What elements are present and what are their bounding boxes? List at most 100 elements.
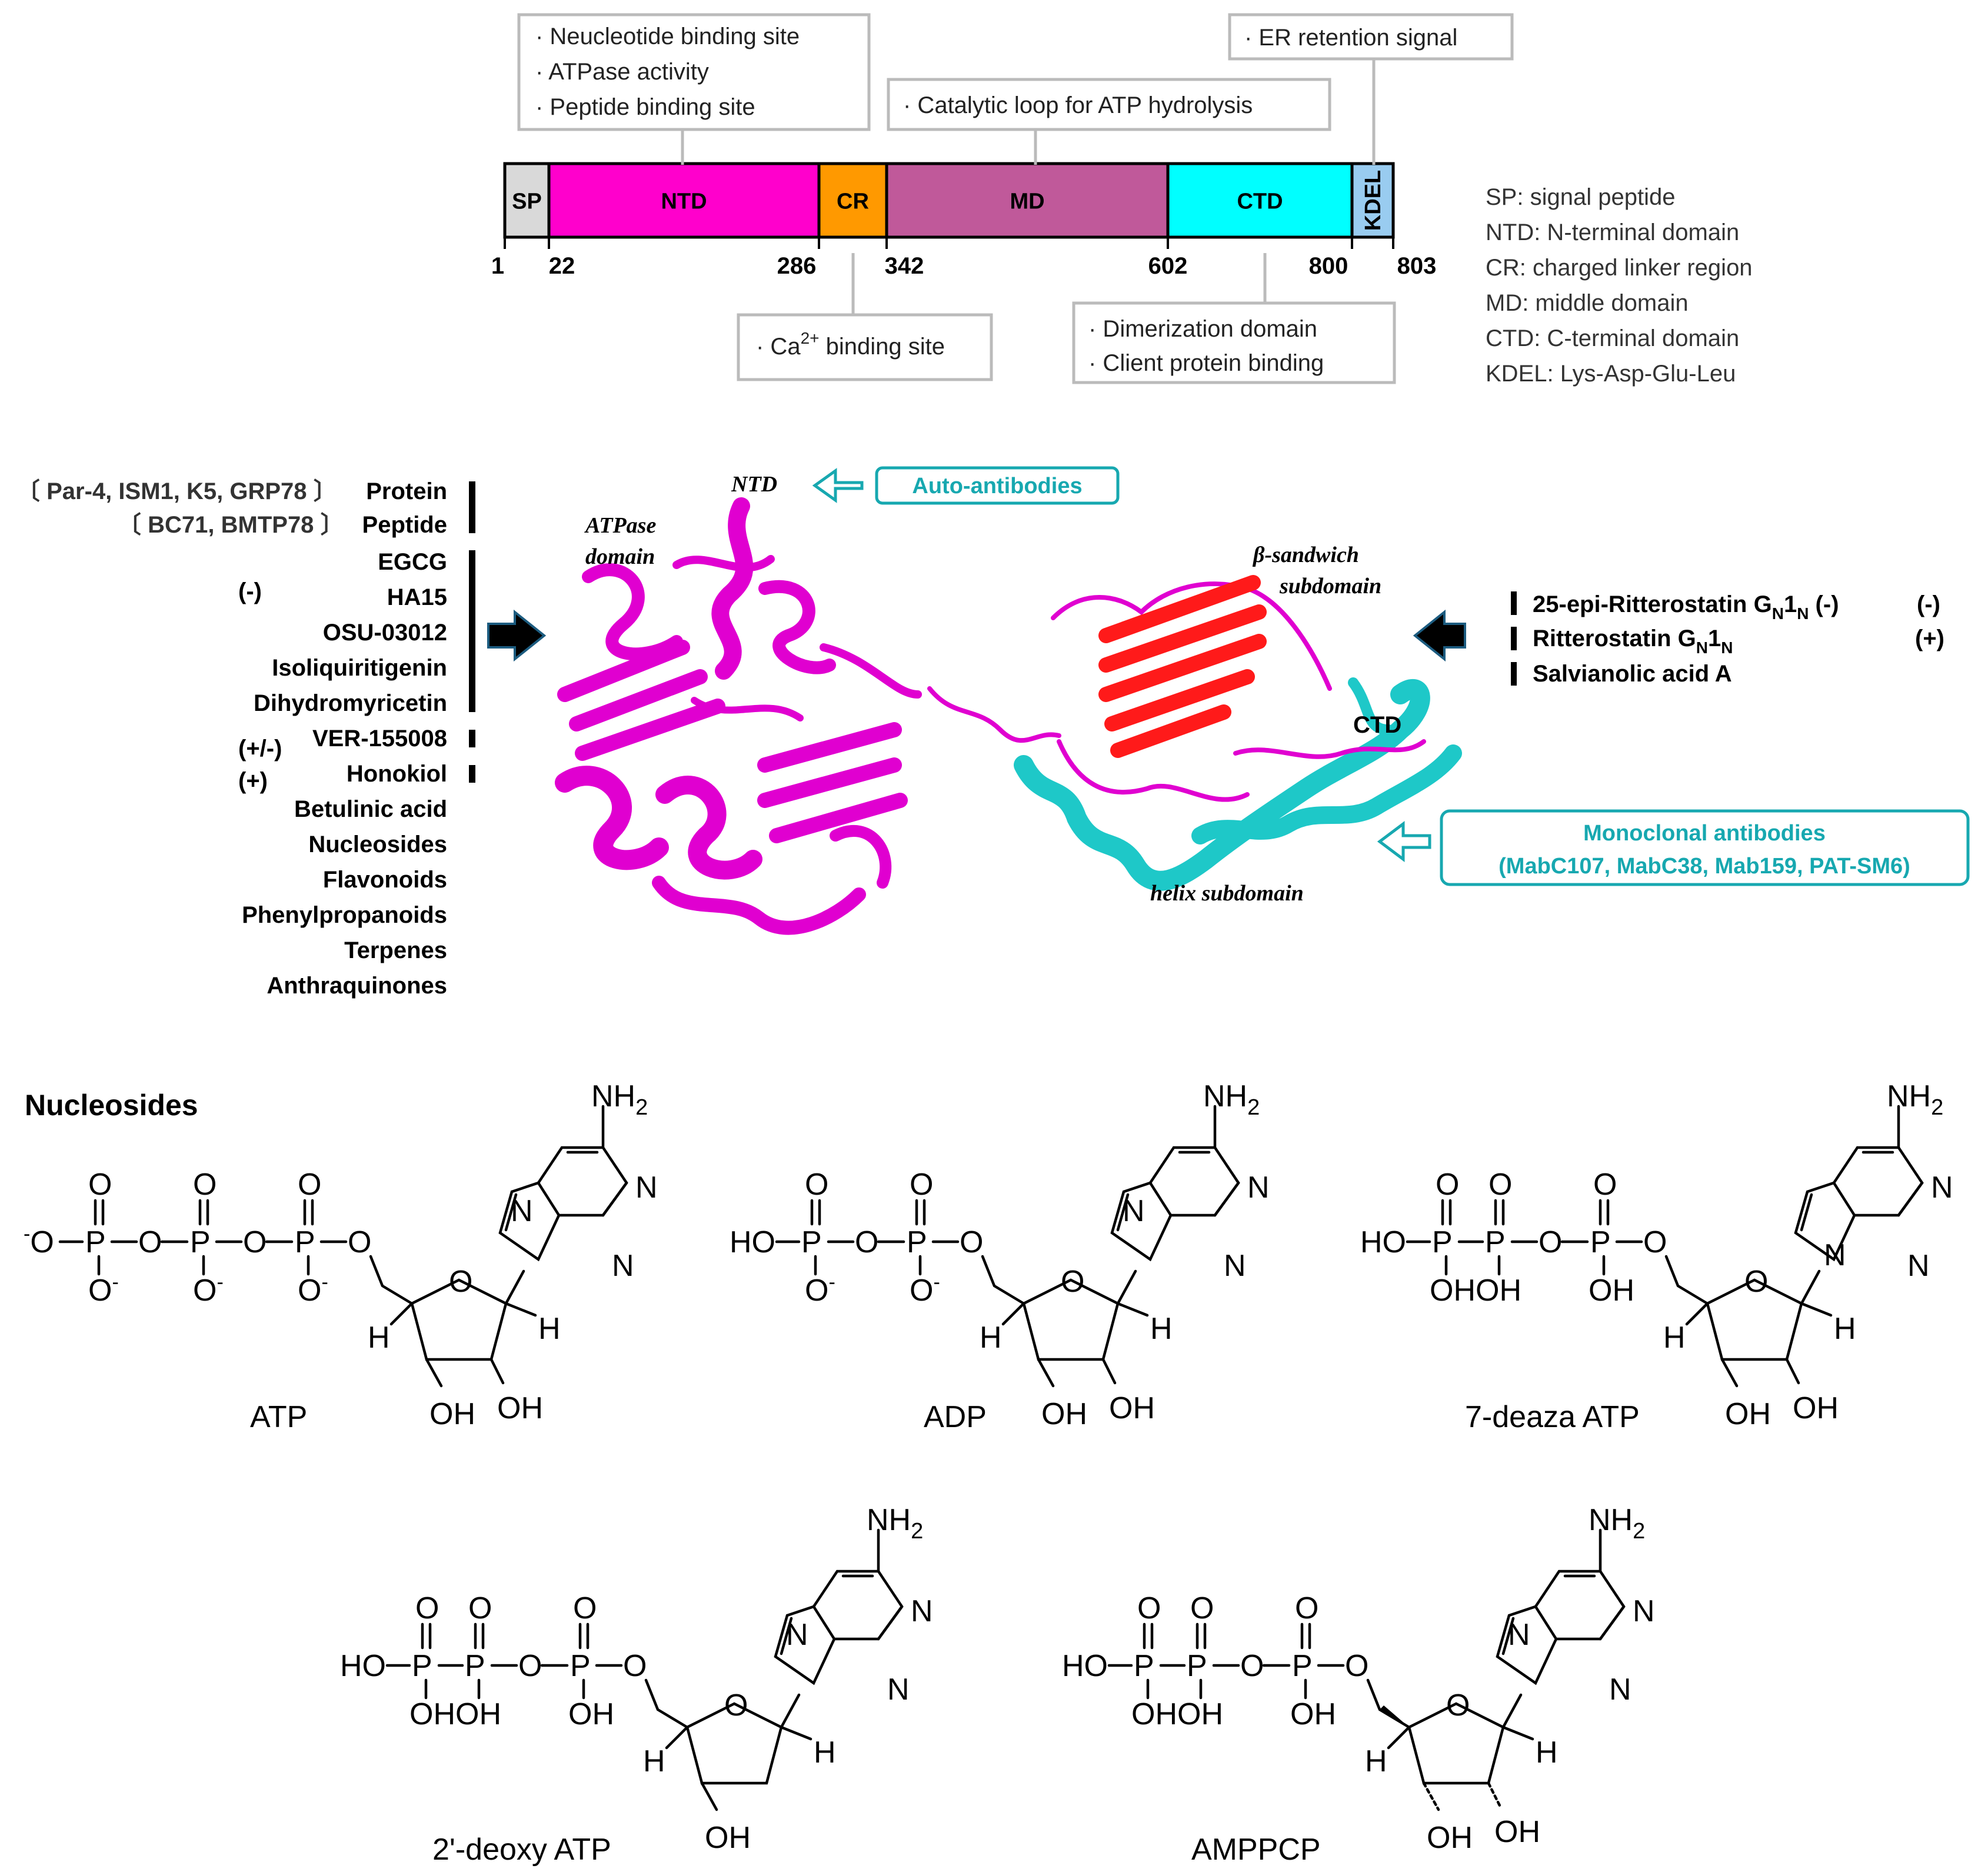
deoxy-oh1: OH [705, 1821, 751, 1855]
domain-segment-ntd [547, 162, 821, 239]
beta-label-1: β-sandwich [1252, 543, 1359, 567]
r1-tail: (-) [1809, 591, 1839, 617]
position-label: 286 [777, 253, 817, 279]
svg-text:O-: O- [298, 1271, 328, 1308]
svg-text:-O: -O [24, 1223, 54, 1259]
atp-n7: N [511, 1194, 533, 1228]
kdel-callout: · ER retention signal [1228, 13, 1514, 165]
monoclonal-callout: Monoclonal antibodies (MabC107, MabC38, … [1377, 809, 1970, 886]
domain-label-kdel: KDEL [1361, 170, 1386, 231]
ntd-structure-label: NTD [731, 472, 777, 497]
other-6: Anthraquinones [267, 973, 447, 999]
ver-sign: (+/-) [238, 736, 282, 762]
amppcp-n7: N [1508, 1618, 1530, 1652]
deaza-o4: O [1643, 1225, 1667, 1259]
adp-h1: H [980, 1321, 1002, 1355]
amppcp-structure: HO P O P O OHOH O P O OH O O N N N NH2 H… [1062, 1503, 1655, 1867]
r1-mid: 1 [1784, 591, 1797, 617]
amppcp-o-top1: O [1137, 1591, 1161, 1625]
svg-text:· Ca2+ binding site: · Ca2+ binding site [756, 329, 945, 360]
nucleosides-heading: Nucleosides [25, 1089, 198, 1122]
md-callout-text: · Catalytic loop for ATP hydrolysis [903, 92, 1253, 118]
adp-o-top2: O [910, 1168, 933, 1202]
legend-kdel: KDEL: Lys-Asp-Glu-Leu [1486, 361, 1736, 387]
peptide-label: Peptide [362, 512, 447, 538]
r2-mid: 1 [1708, 626, 1721, 651]
r1-sub1: N [1772, 604, 1784, 623]
deaza-atp-name: 7-deaza ATP [1465, 1400, 1640, 1434]
atp-p3: P [295, 1225, 315, 1259]
legend-sp: SP: signal peptide [1486, 184, 1675, 210]
amppcp-p3: P [1292, 1649, 1313, 1683]
r1-sign: (-) [1917, 591, 1940, 617]
honokiol-bar [469, 765, 475, 783]
adp-h2: H [1150, 1312, 1173, 1346]
adp-o2: O [855, 1225, 878, 1259]
deaza-n9: N [1824, 1238, 1846, 1272]
amppcp-oh-p3: OH [1290, 1697, 1336, 1731]
atp-o-bot1-charge: - [112, 1271, 118, 1294]
svg-text:〔 Par-4, ISM1, K5, GRP78 〕: 〔 Par-4, ISM1, K5, GRP78 〕 [16, 478, 337, 504]
deaza-p1: P [1432, 1225, 1453, 1259]
wedge-bond [1380, 1705, 1409, 1727]
deoxy-o3: O [518, 1649, 542, 1683]
ntd-callout: · Neucleotide binding site · ATPase acti… [517, 13, 871, 165]
deoxy-n1: N [911, 1594, 933, 1628]
deoxy-atp-structure: HO P O P O OHOH O P O OH O O N N N NH2 H… [340, 1503, 933, 1867]
adp-p1: P [801, 1225, 822, 1259]
atp-o-top3: O [298, 1168, 321, 1202]
atpase-label-2: domain [585, 544, 655, 569]
deaza-oh1: OH [1725, 1397, 1771, 1431]
other-1: Betulinic acid [294, 796, 447, 822]
r1-bar [1511, 591, 1517, 615]
deaza-h2: H [1834, 1312, 1856, 1346]
amppcp-oh1: OH [1427, 1821, 1473, 1855]
domain-label-md: MD [1010, 189, 1044, 214]
inhibitor-2: HA15 [387, 584, 447, 610]
monoclonal-list: (MabC107, MabC38, Mab159, PAT-SM6) [1499, 854, 1910, 879]
deaza-nh-2: 2 [1931, 1095, 1943, 1120]
deoxy-p3: P [570, 1649, 591, 1683]
svg-text:NH2: NH2 [1589, 1503, 1645, 1544]
amppcp-nh-2: 2 [1633, 1519, 1645, 1544]
position-label: 22 [549, 253, 575, 279]
adp-oh1: OH [1041, 1397, 1087, 1431]
peptide-ligands: BC71, BMTP78 [148, 512, 314, 538]
auto-antibodies-text: Auto-antibodies [912, 474, 1082, 498]
deaza-ring-o: O [1744, 1265, 1768, 1299]
atp-nh-2: 2 [635, 1095, 648, 1120]
deoxy-h2: H [814, 1735, 836, 1770]
atp-p2: P [190, 1225, 211, 1259]
svg-text:25-epi-Ritterostatin GN1N (-): 25-epi-Ritterostatin GN1N (-) [1533, 591, 1839, 623]
cr-callout-suffix: binding site [820, 334, 945, 360]
deaza-p2: P [1485, 1225, 1506, 1259]
kdel-callout-text: · ER retention signal [1244, 25, 1457, 51]
deaza-ho: HO [1360, 1225, 1406, 1259]
amppcp-p1: P [1134, 1649, 1154, 1683]
atp-o3: O [243, 1225, 267, 1259]
amppcp-ho: HO [1062, 1649, 1108, 1683]
adp-p2: P [907, 1225, 927, 1259]
amppcp-ring-o: O [1446, 1688, 1470, 1723]
adp-nh-2: 2 [1247, 1095, 1260, 1120]
deoxy-nh-2: 2 [911, 1519, 923, 1544]
svg-text:O-: O- [910, 1271, 940, 1308]
deoxy-ho: HO [340, 1649, 386, 1683]
legend-md: MD: middle domain [1486, 290, 1689, 316]
atp-oh2: OH [497, 1391, 543, 1425]
adp-o-bot1-charge: - [828, 1271, 835, 1294]
deoxy-n7: N [786, 1618, 808, 1652]
deoxy-ring-o: O [724, 1688, 748, 1723]
deaza-ohoh: OHOH [1430, 1274, 1521, 1308]
svg-text:NH2: NH2 [867, 1503, 923, 1544]
svg-text:O-: O- [88, 1271, 119, 1308]
protein-label: Protein [366, 478, 447, 504]
deoxy-nh: NH [867, 1503, 911, 1537]
other-5: Terpenes [344, 937, 447, 963]
deoxy-n3: N [887, 1673, 910, 1707]
deaza-o-top1: O [1436, 1168, 1459, 1202]
atp-o-bot3-charge: - [321, 1271, 328, 1294]
amppcp-name: AMPPCP [1191, 1833, 1321, 1867]
adp-nh: NH [1203, 1079, 1247, 1113]
left-ligand-list: 〔 Par-4, ISM1, K5, GRP78 〕 Protein 〔 BC7… [16, 478, 475, 999]
